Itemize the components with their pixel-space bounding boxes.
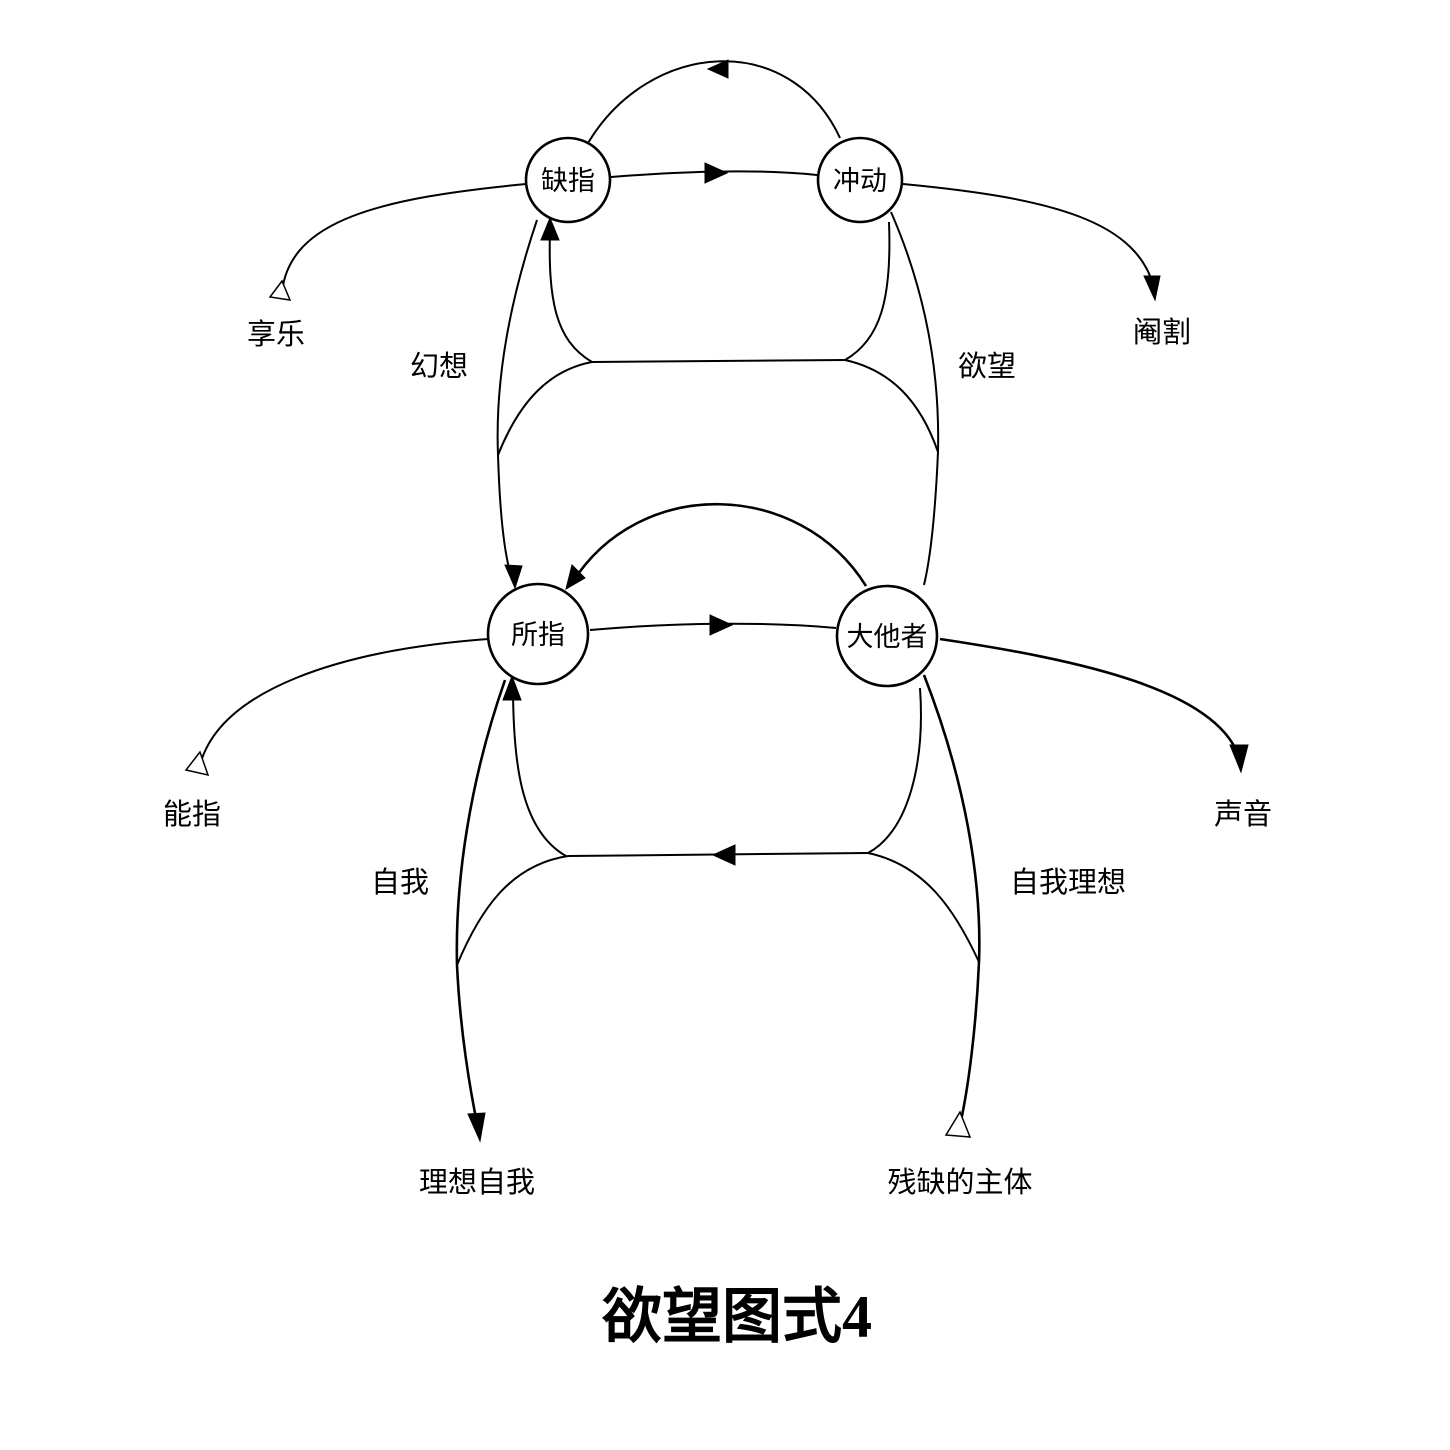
edge-lower-right-wing	[867, 852, 980, 963]
edge-castration-arc	[902, 183, 1156, 293]
edge-upper-bar	[591, 359, 846, 363]
node-drive-label: 冲动	[833, 166, 887, 197]
edge-fantasy-inner	[548, 227, 593, 363]
edge-fantasy-outer	[496, 219, 538, 583]
arrow-mid-loop	[565, 564, 586, 591]
edge-subject-outer	[922, 674, 981, 1126]
edge-top-loop	[587, 60, 841, 144]
arrow-ego-inner	[502, 674, 522, 701]
label-ego: 自我	[371, 865, 429, 899]
node-lacking-signifier: 缺指	[524, 136, 612, 224]
label-barred-subject: 残缺的主体	[887, 1165, 1032, 1199]
edge-upper-right-wing	[844, 359, 939, 453]
edge-lower-left-wing	[456, 855, 569, 966]
label-ideal-ego: 理想自我	[419, 1165, 535, 1199]
diagram-title: 欲望图式4	[601, 1284, 872, 1350]
node-signified-label: 所指	[511, 620, 565, 651]
label-castration: 阉割	[1133, 315, 1191, 349]
node-drive: 冲动	[816, 136, 904, 224]
edge-jouissance-arc	[281, 183, 527, 293]
edge-ego-inner	[512, 684, 567, 857]
node-big-other-label: 大他者	[847, 622, 928, 653]
arrow-fantasy-outer	[504, 564, 523, 590]
edge-lacking-to-drive	[610, 170, 818, 178]
node-lacking-signifier-label: 缺指	[541, 166, 595, 197]
node-signified: 所指	[486, 582, 590, 686]
edge-signifier-arc	[199, 638, 489, 766]
tail-signifier	[184, 750, 210, 777]
node-big-other: 大他者	[835, 584, 939, 688]
edge-upper-left-wing	[497, 361, 593, 456]
edge-voice-arc	[939, 637, 1242, 761]
edge-desire-inner	[844, 221, 891, 361]
edge-desire-outer	[890, 211, 940, 586]
label-voice: 声音	[1214, 797, 1272, 831]
label-desire: 欲望	[958, 349, 1016, 383]
edge-ideal-ego-outer	[455, 679, 507, 1129]
arrow-lacking-to-drive	[704, 162, 729, 184]
arrow-lower-bar	[711, 844, 736, 866]
edge-ego-ideal-inner	[867, 687, 922, 854]
arrow-signified-to-other	[709, 614, 734, 636]
arrow-ideal-ego	[467, 1112, 486, 1143]
label-fantasy: 幻想	[410, 349, 468, 383]
arrow-voice	[1229, 744, 1249, 774]
arrow-castration	[1143, 275, 1161, 302]
label-ego-ideal: 自我理想	[1010, 865, 1126, 899]
label-jouissance: 享乐	[247, 317, 305, 351]
arrow-fantasy-inner	[540, 216, 560, 241]
tail-jouissance	[268, 279, 292, 301]
arrow-top-loop	[706, 59, 729, 79]
tail-subject	[944, 1110, 972, 1138]
edge-mid-loop	[570, 502, 868, 587]
label-signifier: 能指	[163, 797, 221, 831]
